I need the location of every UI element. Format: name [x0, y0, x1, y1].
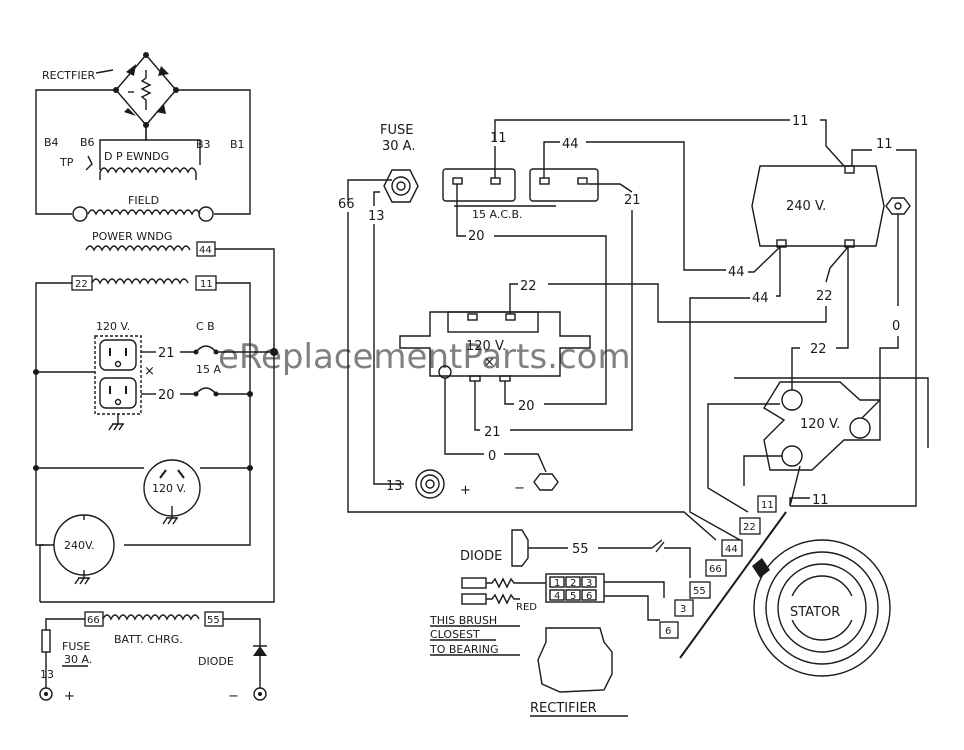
wire-11-right: 11	[876, 137, 893, 152]
sch-240v-label: 240V.	[64, 539, 95, 552]
cross-mark: ×	[144, 364, 155, 379]
wire-21-label: 21	[624, 193, 641, 208]
term-num-3: 3	[586, 578, 592, 589]
batt-minus-label: −	[514, 481, 525, 496]
wire-44-top: 44	[562, 137, 579, 152]
wire-22-b: 22	[520, 279, 537, 294]
wire-44-a: 44	[728, 265, 745, 280]
term-num-4: 4	[554, 591, 560, 602]
sch-55-terminal: 55	[207, 615, 220, 626]
batt-plus-label: +	[460, 483, 471, 498]
wire-21-b: 21	[484, 425, 501, 440]
b3-label: B3	[196, 138, 211, 151]
amp-15-label: 15 A	[196, 363, 221, 376]
sch-minus-label: −	[228, 689, 239, 704]
wire-0-right: 0	[892, 319, 900, 334]
red-wire-label: RED	[516, 602, 537, 613]
batt-chrg-label: BATT. CHRG.	[114, 633, 183, 646]
term-num-6: 6	[586, 591, 592, 602]
sch-11-terminal: 11	[200, 279, 213, 290]
sch-13-label: 13	[40, 668, 54, 681]
wire-13-b: 13	[386, 479, 403, 494]
sch-44-terminal: 44	[199, 245, 212, 256]
wire-44-b: 44	[752, 291, 769, 306]
recept-120v-wiring-label: 120 V.	[466, 339, 506, 354]
b1-label: B1	[230, 138, 245, 151]
sch-120v-outlet-label: 120 V.	[96, 320, 130, 333]
fuse-label: FUSE	[380, 123, 413, 138]
tp-label: TP	[59, 156, 74, 169]
wire-55-label: 55	[572, 542, 589, 557]
term-55: 55	[693, 586, 706, 597]
stator: STATOR	[753, 539, 891, 677]
term-66: 66	[709, 564, 722, 575]
brush-note-3: TO BEARING	[429, 643, 499, 656]
term-num-2: 2	[570, 578, 576, 589]
term-6: 6	[665, 626, 671, 637]
term-22: 22	[743, 522, 756, 533]
sch-plus-label: +	[64, 689, 75, 704]
wire-11-b: 11	[812, 493, 829, 508]
wire-20-b: 20	[518, 399, 535, 414]
sch-120v-twistlock-label: 120 V.	[152, 482, 186, 495]
schematic-panel: RECTFIER B4 B6 B3 B1 TP D P EWNDG FIELD …	[33, 52, 278, 704]
field-label: FIELD	[128, 194, 159, 207]
sch-wire-21: 21	[158, 346, 175, 361]
term-44: 44	[725, 544, 738, 555]
rectifier-module-label: RECTIFIER	[530, 701, 597, 716]
term-11: 11	[761, 500, 774, 511]
sch-fuse-label: FUSE	[62, 640, 90, 653]
diode-label: DIODE	[460, 549, 502, 564]
wiring-panel: FUSE 30 A. 66 13 15 A.C.B. 11 44 11 20 2…	[338, 114, 929, 717]
recept-120v-b-label: 120 V.	[800, 417, 840, 432]
b6-label: B6	[80, 136, 95, 149]
stator-label: STATOR	[790, 605, 840, 620]
sch-diode-label: DIODE	[198, 655, 234, 668]
fuse-amp-label: 30 A.	[382, 139, 415, 154]
watermark: eReplacementParts.com	[218, 337, 631, 377]
wire-66-label: 66	[338, 197, 355, 212]
wire-13-label: 13	[368, 209, 385, 224]
brush-note-2: CLOSEST	[430, 628, 480, 641]
cb-label: C B	[196, 320, 215, 333]
recept-240v-label: 240 V.	[786, 199, 826, 214]
bridge-rectifier	[113, 52, 179, 128]
power-wndg-label: POWER WNDG	[92, 230, 172, 243]
dp-ewndg-label: D P EWNDG	[104, 150, 169, 163]
wire-22-c: 22	[810, 342, 827, 357]
wire-11-top-b: 11	[792, 114, 809, 129]
rectifier-label: RECTFIER	[42, 69, 96, 82]
cross-mark-2: ×	[484, 355, 495, 370]
b4-label: B4	[44, 136, 59, 149]
brush-note-1: THIS BRUSH	[429, 614, 497, 627]
term-num-1: 1	[554, 578, 560, 589]
wire-20-label: 20	[468, 229, 485, 244]
wire-11-top: 11	[490, 131, 507, 146]
sch-22-terminal: 22	[75, 279, 88, 290]
cb-15a-label: 15 A.C.B.	[472, 208, 523, 221]
sch-fuse-amp-label: 30 A.	[64, 653, 92, 666]
term-3: 3	[680, 604, 686, 615]
wire-22-a: 22	[816, 289, 833, 304]
term-num-5: 5	[570, 591, 576, 602]
wire-0-left: 0	[488, 449, 496, 464]
sch-wire-20: 20	[158, 388, 175, 403]
sch-66-terminal: 66	[87, 615, 100, 626]
